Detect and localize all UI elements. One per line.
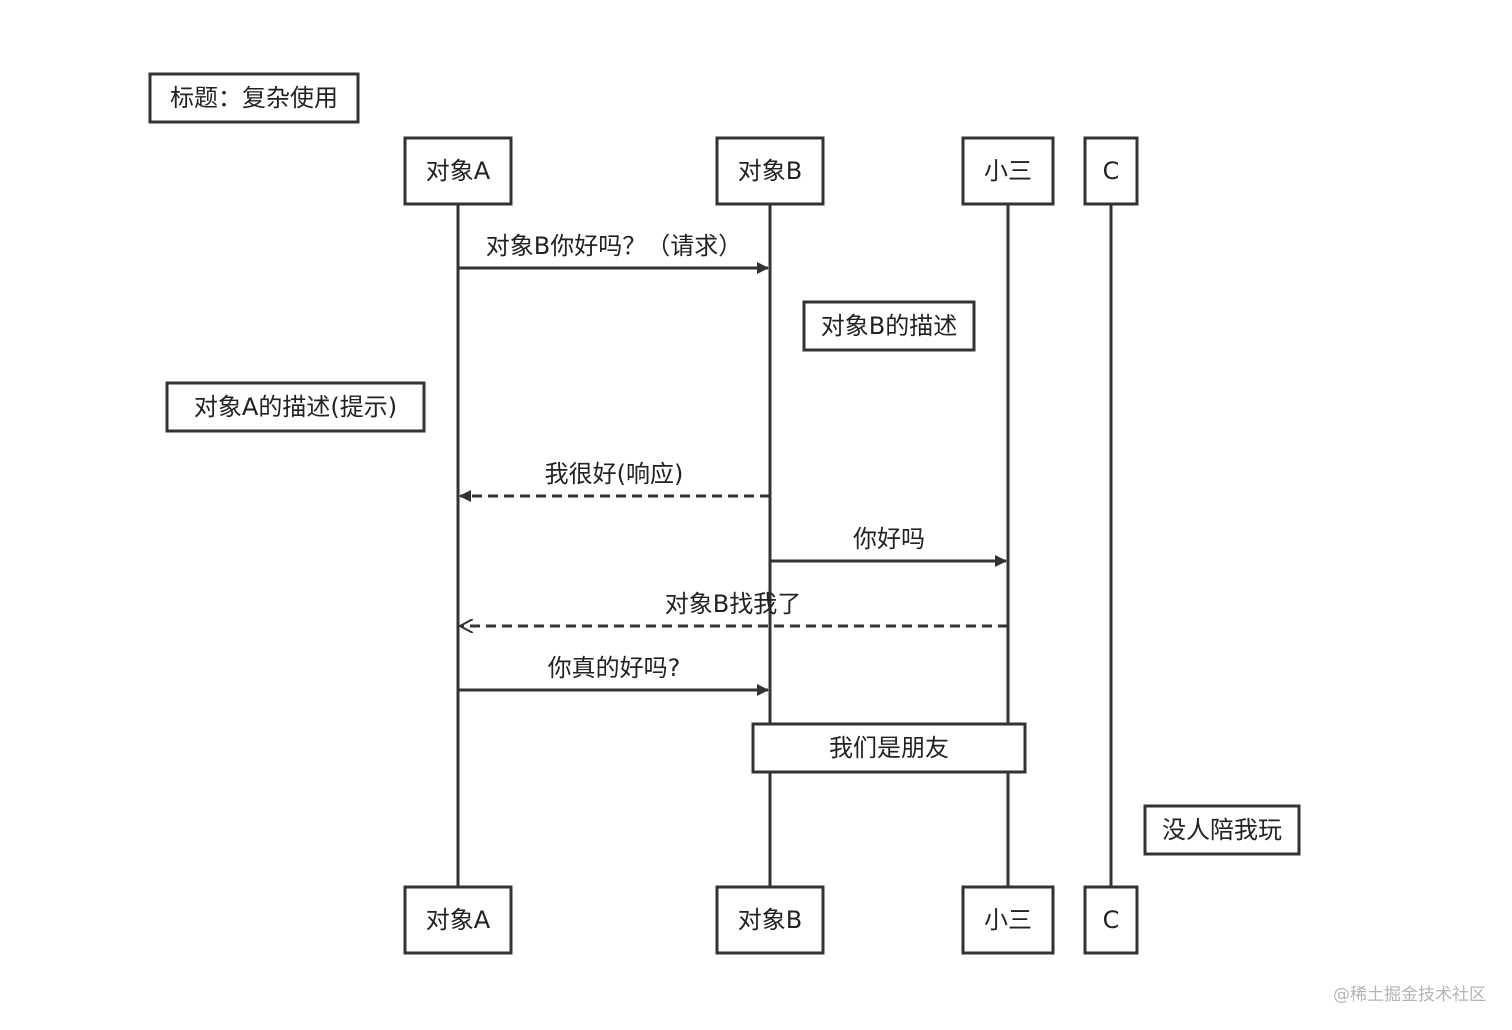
participant-box-top-X [961,136,1055,206]
participant-box-top-C [1083,136,1139,206]
participant-box-bottom-X [961,885,1055,955]
participant-label-top-C: C [1103,157,1120,185]
participant-box-bottom-B [715,885,825,955]
participant-label-bottom-X: 小三 [984,906,1032,934]
participant-label-bottom-B: 对象B [738,906,802,934]
participant-box-top-A [403,136,513,206]
participant-label-top-X: 小三 [984,157,1032,185]
participant-label-top-B: 对象B [738,157,802,185]
note-box-2 [165,381,426,433]
participant-label-bottom-A: 对象A [426,906,491,934]
message-label-5: 你真的好吗? [548,654,681,682]
note-label-1: 对象B的描述 [821,312,957,340]
title-group: 标题：复杂使用 [148,72,360,124]
note-box-4 [1143,804,1301,856]
lifelines-group [456,204,1113,887]
message-label-2: 我很好(响应) [545,460,684,488]
participant-box-top-B [715,136,825,206]
note-box-3 [751,722,1027,774]
note-label-4: 没人陪我玩 [1162,816,1282,844]
title-box [148,72,360,124]
message-label-4: 对象B找我了 [665,590,801,618]
participant-box-bottom-A [403,885,513,955]
note-box-1 [802,300,976,352]
participant-label-bottom-C: C [1103,906,1120,934]
participant-box-bottom-C [1083,885,1139,955]
participant-label-top-A: 对象A [426,157,491,185]
watermark-text: @稀土掘金技术社区 [1333,985,1486,1005]
note-label-3: 我们是朋友 [829,734,949,762]
message-label-3: 你好吗 [853,525,925,553]
note-label-2: 对象A的描述(提示) [194,393,397,421]
message-label-1: 对象B你好吗？（请求） [486,232,742,260]
title-text: 标题：复杂使用 [170,84,338,112]
